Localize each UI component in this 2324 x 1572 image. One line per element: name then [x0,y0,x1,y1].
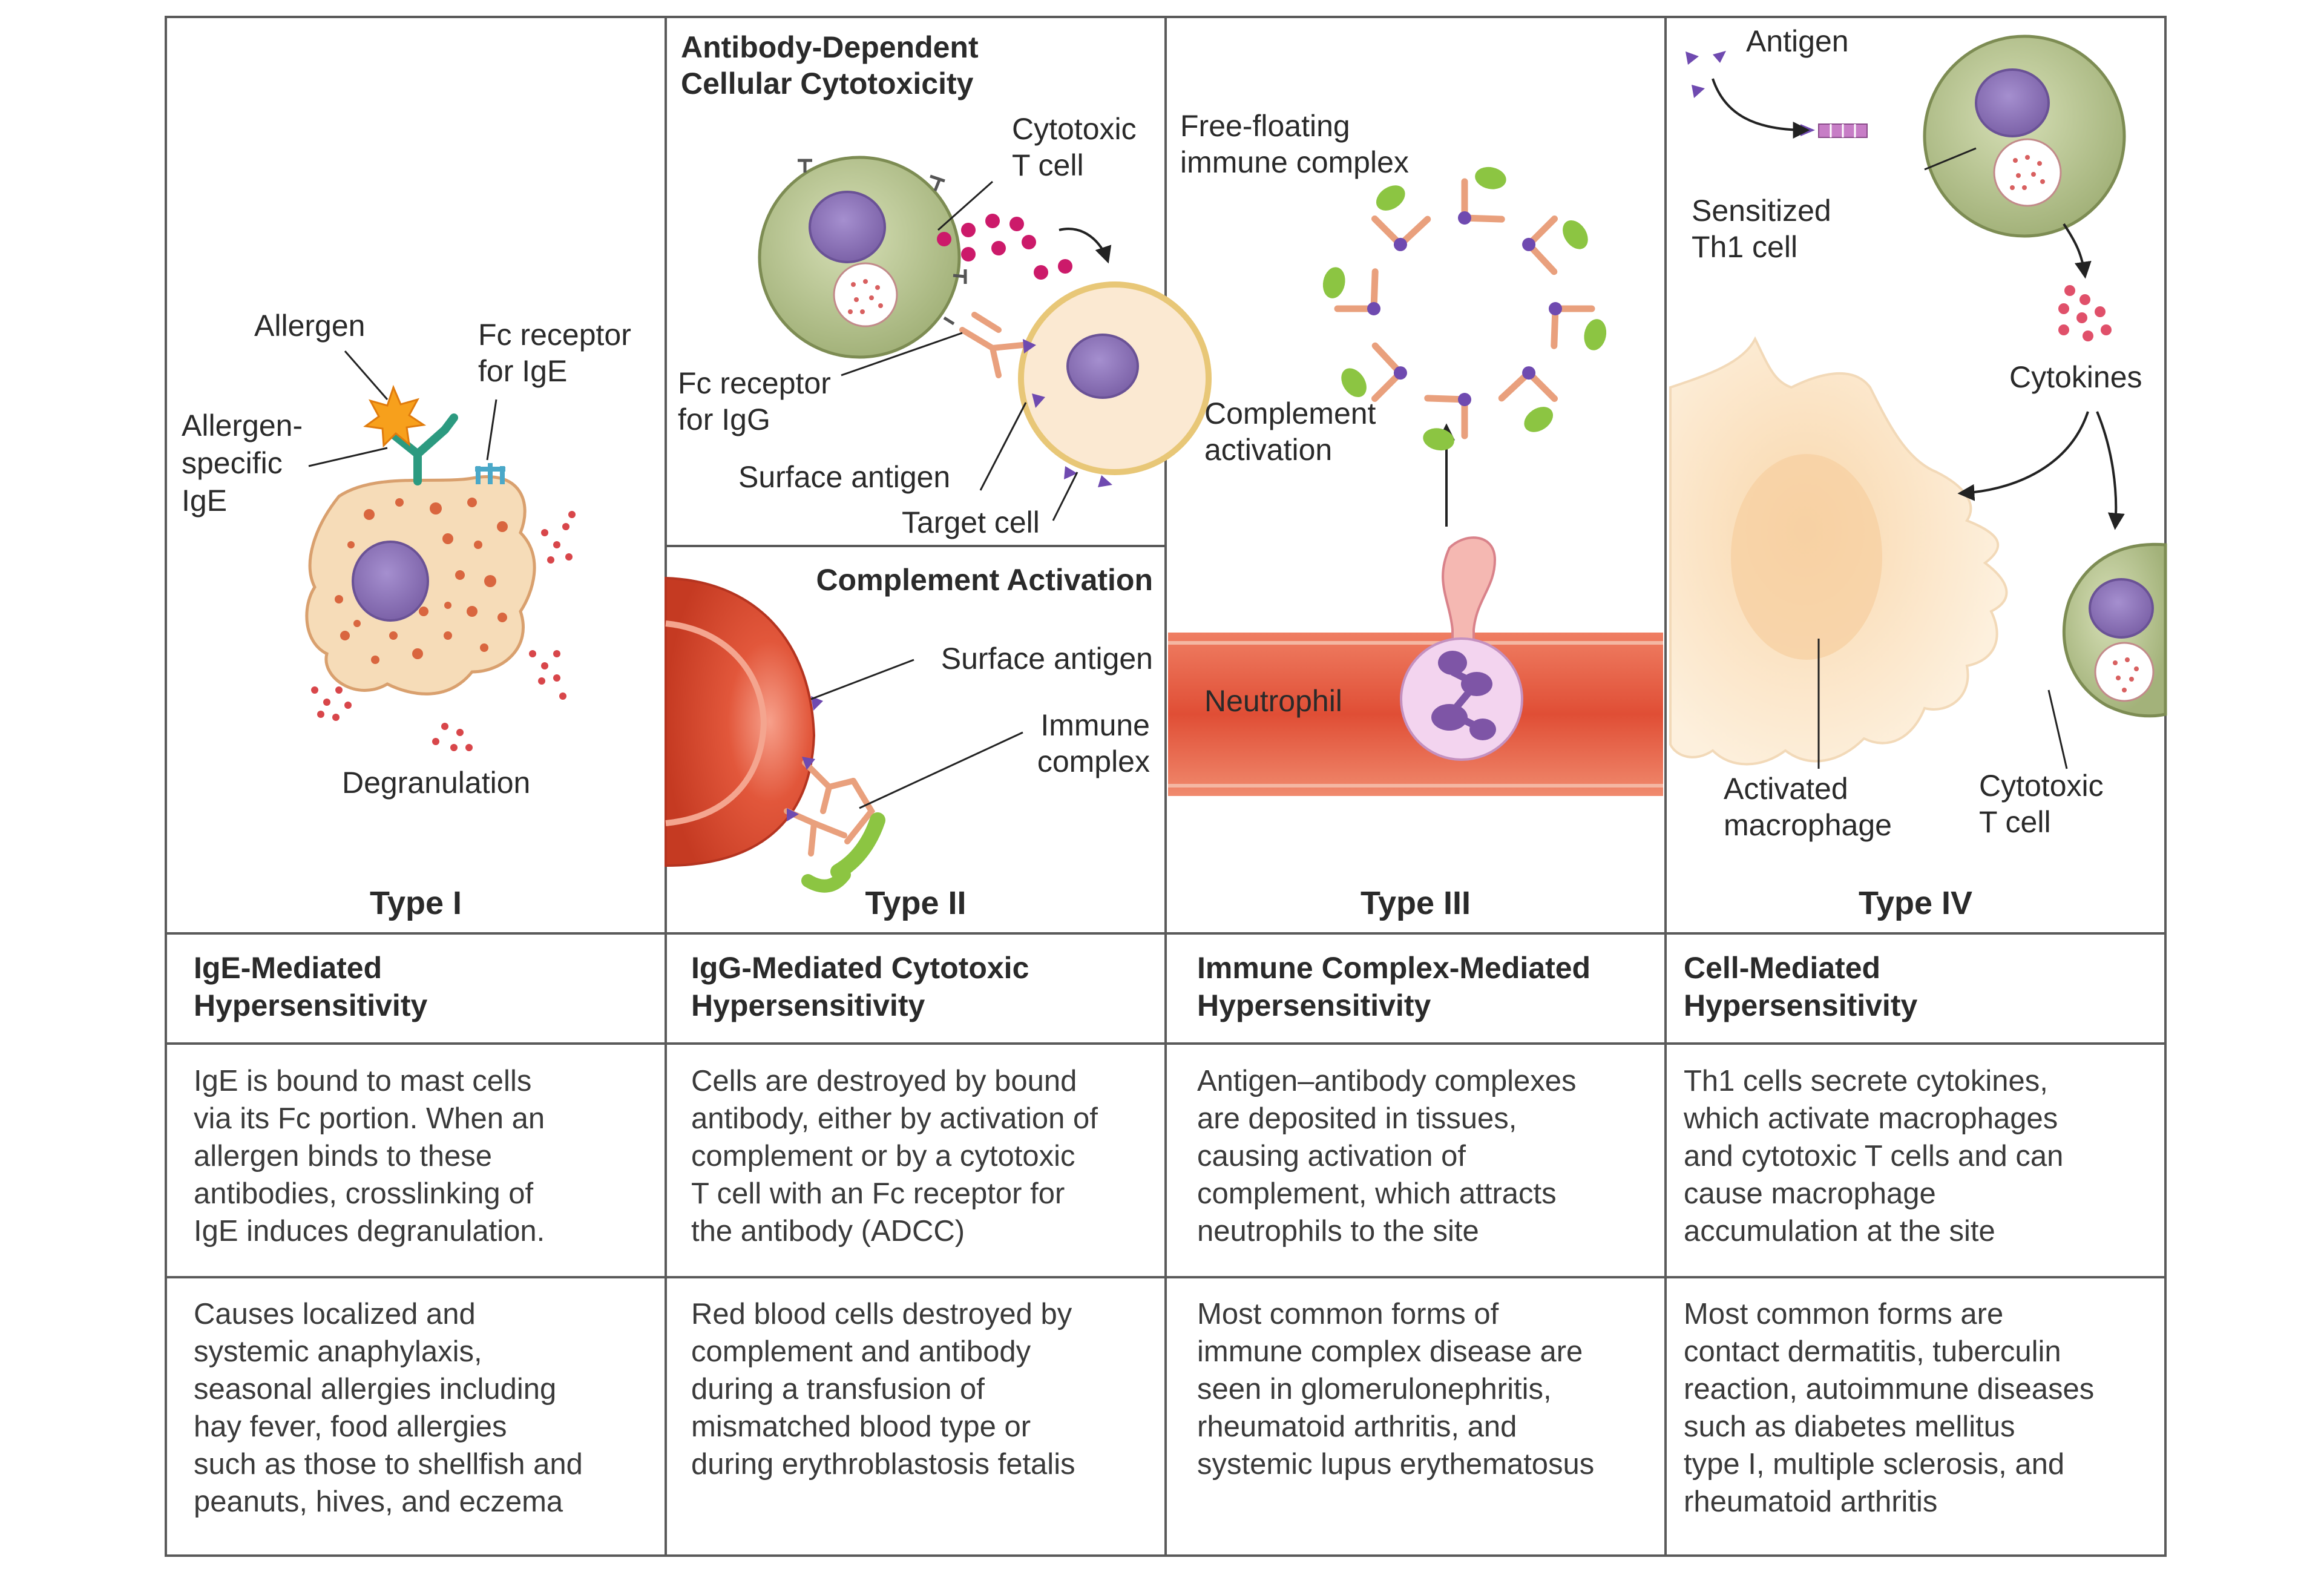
label-immune-complex-1: Immune [1040,708,1150,742]
label-sensitized-2: Th1 cell [1692,230,1797,264]
label-surface-antigen-adcc: Surface antigen [738,460,950,494]
label-allergen-specific-1: Allergen- [182,409,303,442]
igg-antibodies [959,312,1026,378]
label-fc-receptor-1: Fc receptor [478,318,631,352]
type1-heading: IgE-Mediated Hypersensitivity [194,951,428,1022]
label-surface-antigen-comp: Surface antigen [941,642,1153,676]
leader-fc [486,399,497,461]
adcc-title-1: Antibody-Dependent [681,30,979,64]
label-complement-2: activation [1204,433,1332,467]
release-arrow [1059,228,1112,264]
label-cytokines: Cytokines [2009,360,2142,394]
type4-label: Type IV [1859,885,1972,921]
released-granules [311,511,576,751]
table-grid [165,16,2167,1557]
sensitized-th1-cell [1923,35,2126,238]
ring-complement [1524,407,1554,432]
ring-complement [1341,368,1367,398]
red-blood-cell [665,576,816,867]
label-target-cell: Target cell [902,505,1040,539]
label-allergen: Allergen [254,309,365,343]
ige-antibody [383,413,458,485]
ring-complement [1423,428,1454,451]
t-cell-nucleus [809,191,886,263]
cytokine-dots [2058,285,2112,341]
label-allergen-specific-3: IgE [182,484,227,518]
type2-examples: Red blood cells destroyed by complement … [691,1298,1075,1481]
t-cell-granule [833,262,898,327]
ring-complement [1322,267,1345,298]
type3-heading: Immune Complex-Mediated Hypersensitivity [1197,951,1591,1022]
ring-complement [1563,220,1588,249]
label-complement-1: Complement [1204,396,1376,430]
type4-illustration: Antigen Sensitized Th1 cell Cytokines Ac… [1669,24,2167,921]
label-cytotoxic-2: T cell [1012,148,1084,182]
complement-title: Complement Activation [816,563,1153,597]
label-neutrophil: Neutrophil [1204,684,1342,718]
label-antigen: Antigen [1746,24,1849,58]
label-macrophage-1: Activated [1724,772,1848,806]
perforin-dots [937,214,1072,280]
fc-receptor [475,463,505,484]
ring-antigen [1367,302,1380,315]
label-macrophage-2: macrophage [1724,808,1892,842]
type3-label: Type III [1361,885,1471,921]
antigen-particles [1686,51,1815,136]
arrow-to-macrophage [1957,411,2089,501]
target-cell-nucleus [1066,334,1139,399]
leader-ige [308,447,388,467]
type4-heading: Cell-Mediated Hypersensitivity [1684,951,1918,1022]
adcc-title-2: Cellular Cytotoxicity [681,67,974,100]
ring-antigen [1458,393,1471,406]
type2-mechanism: Cells are destroyed by bound antibody, e… [691,1065,1098,1248]
granules [335,498,508,664]
type1-mechanism: IgE is bound to mast cells via its Fc po… [194,1065,545,1248]
neutrophil-migrating [1442,536,1497,643]
type2-label: Type II [865,885,966,921]
ring-complement [1376,185,1405,211]
label-fc-igg-2: for IgG [678,403,770,436]
ring-antigen [1458,211,1471,225]
label-cytotoxic4-1: Cytotoxic [1979,769,2104,803]
label-free-floating-1: Free-floating [1180,109,1350,143]
type1-label: Type I [370,885,462,921]
type3-mechanism: Antigen–antibody complexes are deposited… [1197,1065,1577,1248]
label-immune-complex-2: complex [1037,745,1150,778]
label-cytotoxic-1: Cytotoxic [1012,112,1137,146]
allergen-star [363,384,427,448]
antigen-arrow [1712,78,1810,139]
arrow-to-tcell [2096,411,2125,530]
type4-examples: Most common forms are contact dermatitis… [1684,1298,2095,1518]
label-degranulation: Degranulation [342,766,530,800]
label-fc-igg-1: Fc receptor [678,366,831,400]
type3-examples: Most common forms of immune complex dise… [1197,1298,1595,1481]
type3-illustration: Free-floating immune complex Complement … [1168,109,1663,921]
type4-mechanism: Th1 cells secrete cytokines, which activ… [1684,1065,2064,1248]
label-fc-receptor-2: for IgE [478,354,567,388]
surface-antigens [1023,339,1112,487]
leader-allergen [344,350,389,400]
complement-chain [830,812,885,880]
immune-complex-ring [1322,166,1607,451]
type2-heading: IgG-Mediated Cytotoxic Hypersensitivity [691,951,1029,1022]
label-allergen-specific-2: specific [182,446,283,480]
type1-examples: Causes localized and systemic anaphylaxi… [194,1298,583,1518]
ring-antigen [1393,366,1407,380]
mast-cell-nucleus [352,541,429,622]
ring-complement [1475,166,1506,189]
label-free-floating-2: immune complex [1180,145,1409,179]
ring-antigen [1393,237,1407,251]
label-sensitized-1: Sensitized [1692,194,1831,228]
type1-illustration: Allergen Fc receptor for IgE Allergen- s… [182,309,631,921]
ring-complement [1584,319,1607,350]
type2-illustration: Antibody-Dependent Cellular Cytotoxicity… [665,30,1212,921]
t-cell-receptors [798,159,967,326]
ring-antigen [1522,237,1536,251]
ring-antigen [1522,366,1536,380]
label-cytotoxic4-2: T cell [1979,805,2051,839]
ring-antigen [1549,302,1562,315]
cytokine-arrow [2063,223,2092,279]
